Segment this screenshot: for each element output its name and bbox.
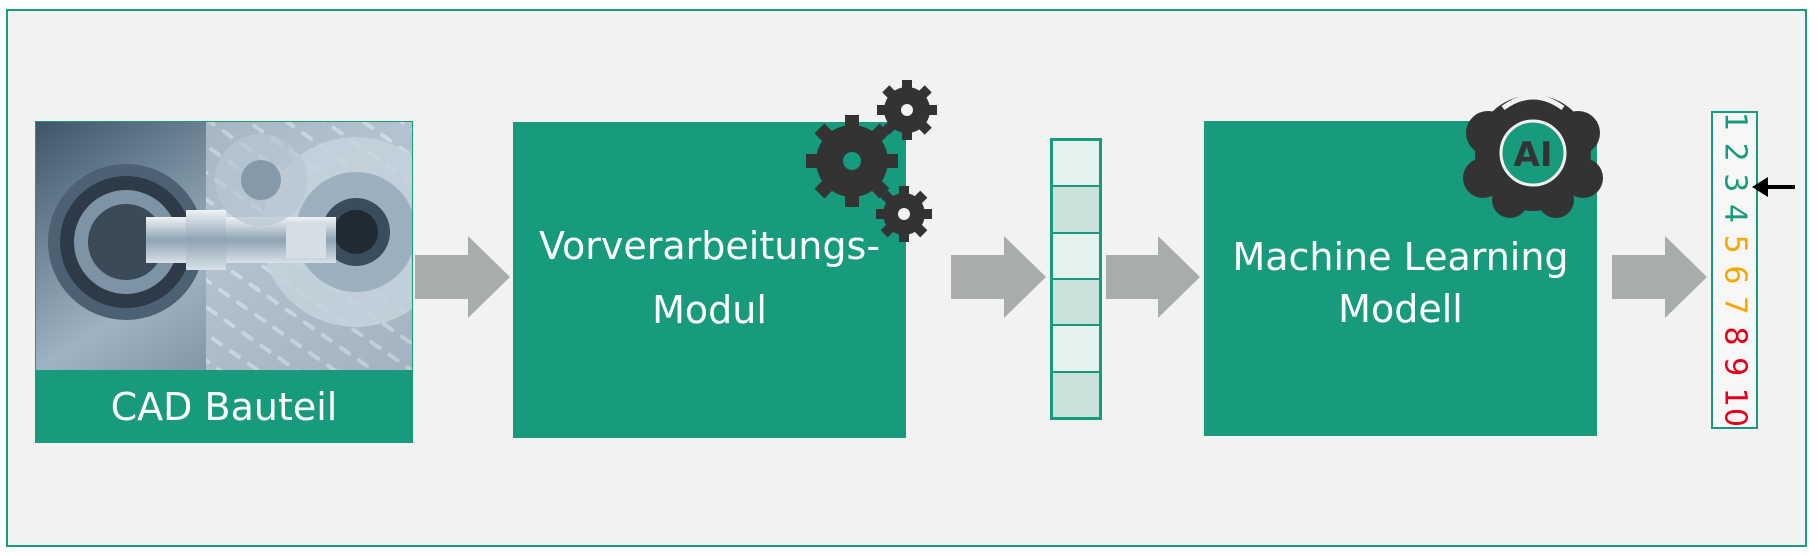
ranking-list-box: 1 2 3 4 5 6 7 8 9 10: [1711, 111, 1758, 429]
arrow-vector-to-model: [1106, 236, 1200, 318]
feature-vector-cell: [1053, 141, 1099, 188]
feature-vector-cell: [1053, 326, 1099, 373]
ai-brain-icon: AI: [1463, 94, 1603, 218]
feature-vector-cell: [1053, 372, 1099, 417]
ml-model-label: Machine Learning Modell: [1232, 235, 1569, 331]
feature-vector: [1050, 138, 1102, 420]
cad-part-label: CAD Bauteil: [35, 371, 413, 443]
arrow-cad-to-preprocessing: [415, 236, 510, 318]
gear-photo-illustration: [36, 122, 412, 370]
ai-badge-text: AI: [1514, 135, 1553, 175]
flow-arrows: [415, 236, 1707, 318]
preprocessing-module-label: Vorverarbeitungs- Modul: [538, 224, 881, 332]
arrow-model-to-ranking: [1612, 236, 1707, 318]
feature-vector-cell: [1053, 279, 1099, 327]
feature-vector-cell: [1053, 187, 1099, 234]
arrow-left-icon: [1752, 177, 1795, 197]
feature-vector-cell: [1053, 233, 1099, 280]
cad-part-image: [35, 121, 413, 371]
gears-icon: [806, 80, 937, 242]
arrow-preprocessing-to-vector: [951, 236, 1046, 318]
